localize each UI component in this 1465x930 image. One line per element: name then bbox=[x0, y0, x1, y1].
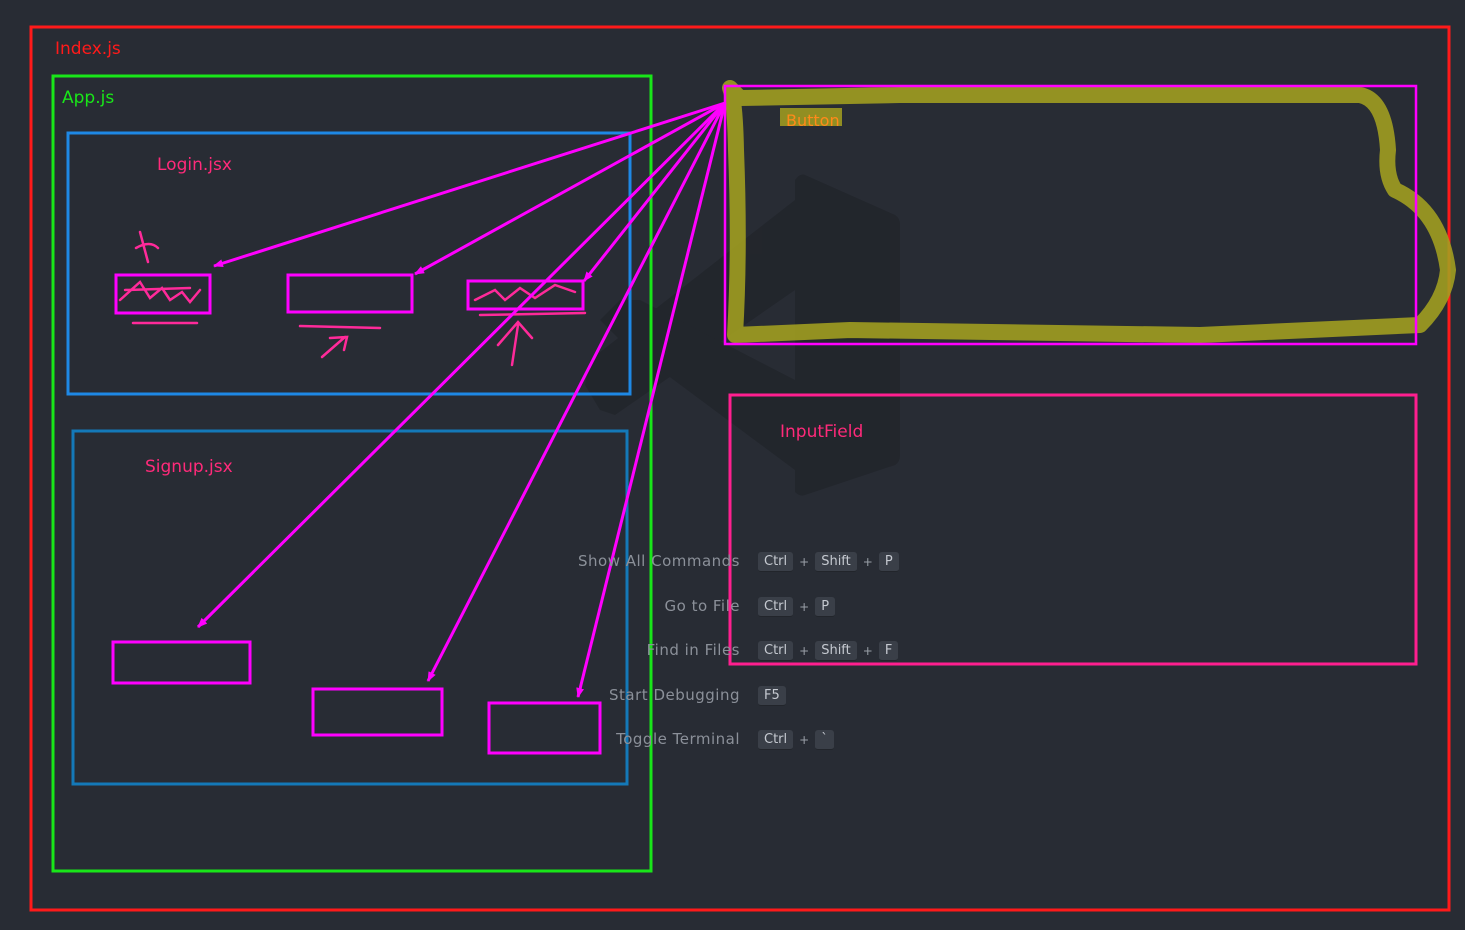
command-shortcut: Ctrl + ` bbox=[758, 729, 834, 751]
signup-input-box-2 bbox=[311, 687, 444, 737]
button-label-highlight bbox=[780, 108, 842, 126]
login-input-box-1 bbox=[114, 273, 212, 315]
button-label: Button bbox=[786, 111, 840, 130]
component-arrows bbox=[196, 101, 727, 698]
command-label: Start Debugging bbox=[609, 686, 740, 704]
command-shortcut: Ctrl + Shift + P bbox=[758, 551, 899, 573]
key-plus: + bbox=[799, 644, 810, 658]
keycap: Ctrl bbox=[758, 730, 794, 750]
command-label: Show All Commands bbox=[577, 552, 740, 570]
app-js-box bbox=[51, 74, 653, 873]
signup-jsx-box bbox=[71, 429, 629, 786]
keycap: F bbox=[878, 641, 899, 661]
key-plus: + bbox=[862, 555, 873, 569]
key-plus: + bbox=[799, 600, 810, 614]
keycap: Shift bbox=[815, 641, 857, 661]
button-highlight-stroke bbox=[722, 80, 1456, 343]
login-jsx-label: Login.jsx bbox=[157, 155, 232, 175]
keycap: P bbox=[815, 597, 836, 617]
keycap: P bbox=[878, 552, 899, 572]
command-label: Toggle Terminal bbox=[616, 730, 740, 748]
signup-button-box bbox=[487, 701, 602, 755]
key-plus: + bbox=[799, 733, 810, 747]
login-button-box bbox=[466, 279, 585, 311]
command-label: Find in Files bbox=[646, 641, 740, 659]
key-plus: + bbox=[862, 644, 873, 658]
signup-input-box-1 bbox=[111, 640, 252, 685]
app-js-label: App.js bbox=[62, 88, 115, 108]
command-shortcut: F5 bbox=[758, 685, 786, 707]
keycap: F5 bbox=[758, 686, 786, 706]
signup-jsx-label: Signup.jsx bbox=[145, 457, 233, 477]
inputfield-box bbox=[728, 393, 1418, 666]
keycap: ` bbox=[815, 730, 834, 750]
keycap: Ctrl bbox=[758, 552, 794, 572]
inputfield-label: InputField bbox=[780, 422, 864, 442]
button-box bbox=[723, 84, 1418, 346]
command-label: Go to File bbox=[664, 597, 740, 615]
command-shortcut: Ctrl + P bbox=[758, 596, 836, 618]
login-jsx-box bbox=[66, 131, 632, 396]
key-plus: + bbox=[799, 555, 810, 569]
hand-scribbles bbox=[118, 230, 587, 367]
command-shortcut: Ctrl + Shift + F bbox=[758, 640, 899, 662]
keycap: Shift bbox=[815, 552, 857, 572]
login-input-box-2 bbox=[286, 273, 414, 314]
index-js-box bbox=[29, 25, 1451, 912]
keycap: Ctrl bbox=[758, 641, 794, 661]
keycap: Ctrl bbox=[758, 597, 794, 617]
index-js-label: Index.js bbox=[55, 39, 121, 59]
